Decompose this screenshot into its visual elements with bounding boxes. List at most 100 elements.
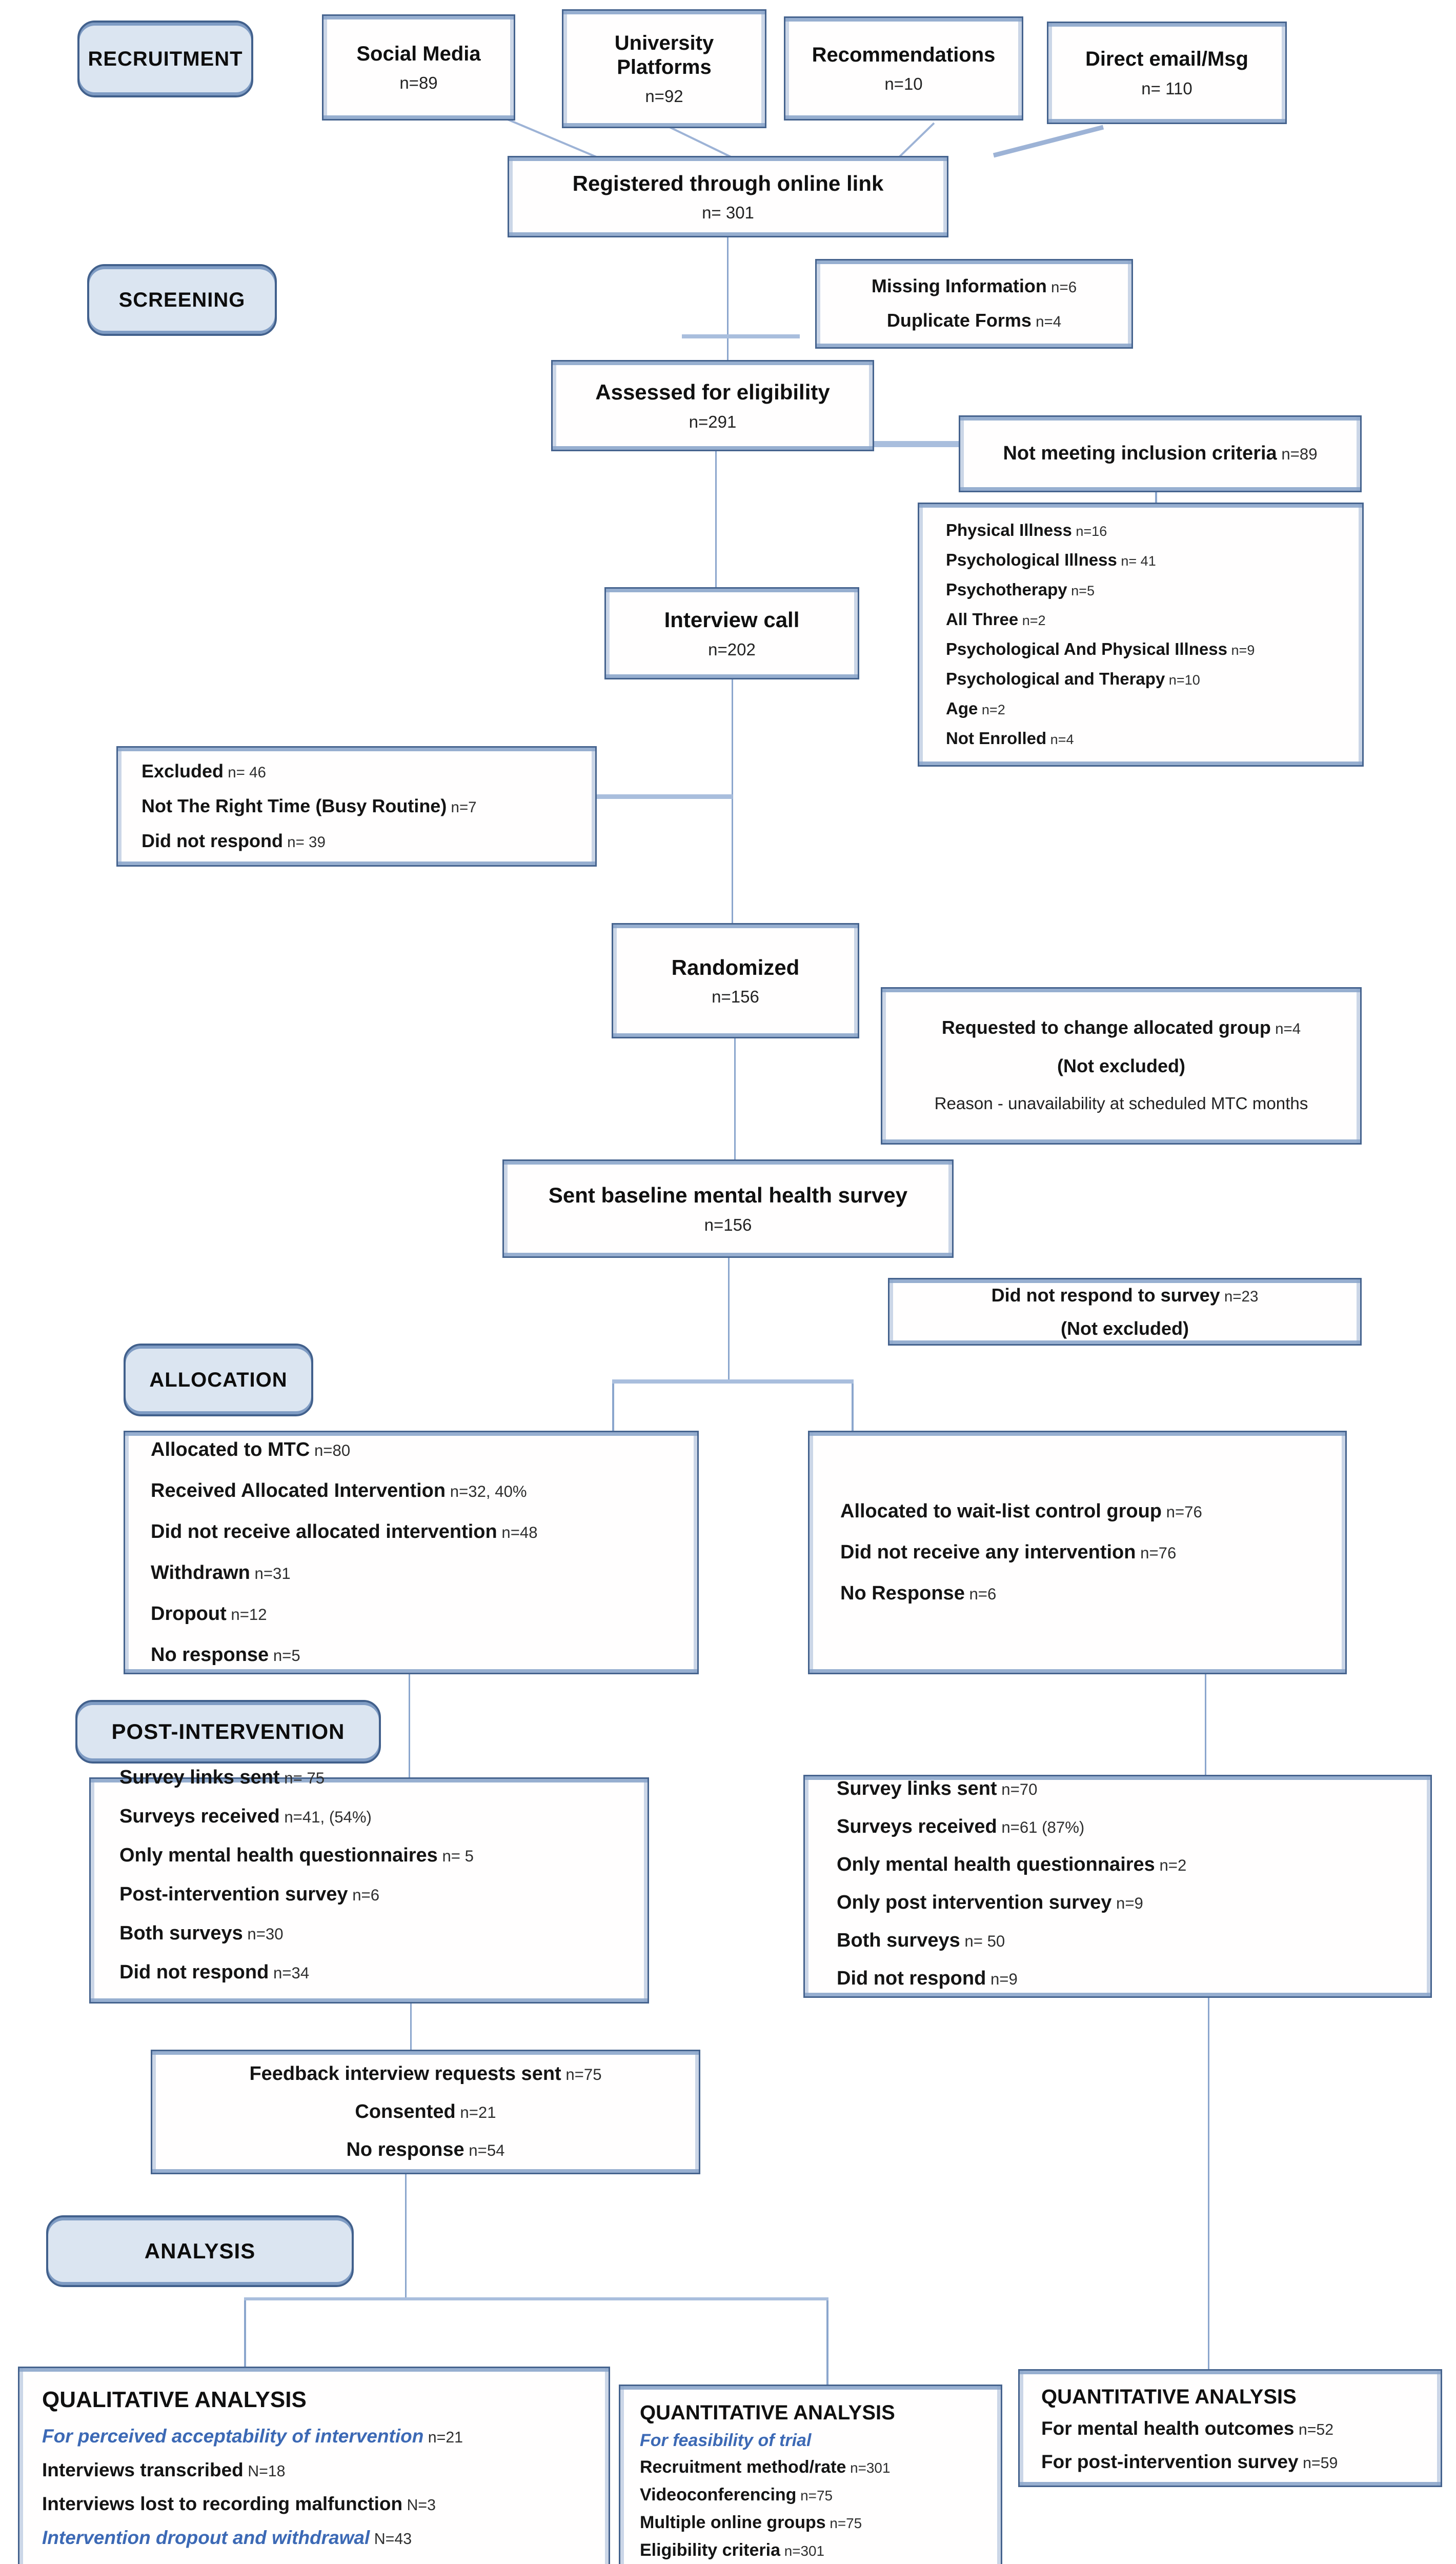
- flow-line: For post-intervention survey n=59: [1041, 2446, 1338, 2479]
- flow-line-value: N=18: [243, 2463, 286, 2480]
- stage-allocation: ALLOCATION: [124, 1344, 313, 1416]
- flow-line-value: n=80: [310, 1441, 351, 1459]
- connector-postright-quantright: [1208, 1998, 1209, 2369]
- node-randomized-title: Randomized: [671, 955, 800, 979]
- node-university-platforms: University Platforms n=92: [562, 9, 766, 128]
- flow-line-value: n=54: [464, 2141, 505, 2159]
- flow-line-value: n=6: [964, 1585, 997, 1603]
- node-assessed-n: n=291: [689, 412, 737, 431]
- flow-line: Surveys received n=61 (87%): [837, 1808, 1084, 1846]
- flow-line: Excluded n= 46: [141, 754, 266, 789]
- flow-line-label: Both surveys: [837, 1929, 960, 1951]
- flow-line-label: Survey links sent: [119, 1766, 280, 1788]
- flow-line-label: No response: [151, 1644, 269, 1666]
- node-recommendations-n: n=10: [884, 74, 923, 94]
- connector-postleft-feedback: [410, 2002, 412, 2050]
- flow-line-label: Consented: [355, 2100, 456, 2122]
- connector-assessed-interview: [715, 451, 717, 587]
- node-registered-n: n= 301: [702, 203, 754, 223]
- node-university-platforms-title: University Platforms: [614, 31, 714, 78]
- flow-line: Did not respond to survey n=23: [992, 1279, 1259, 1313]
- node-social-media: Social Media n=89: [322, 14, 515, 121]
- flow-line-value: n=70: [997, 1780, 1038, 1798]
- flow-line-value: n=52: [1294, 2421, 1334, 2438]
- flow-line-label: Withdrawn: [151, 1561, 250, 1584]
- flow-line-label: Both surveys: [119, 1922, 243, 1944]
- flow-line: No response n=54: [346, 2131, 504, 2169]
- flow-line-label: All Three: [946, 609, 1019, 629]
- flow-line: Both surveys n= 50: [837, 1922, 1005, 1960]
- flow-line-label: Duplicate Forms: [886, 309, 1032, 331]
- node-quantitative-analysis-right-heading: QUANTITATIVE ANALYSIS: [1041, 2386, 1297, 2408]
- flow-line-label: Not Enrolled: [946, 728, 1047, 748]
- flow-line: Only mental health questionnaires n= 5: [119, 1836, 474, 1875]
- flow-line: (Not excluded): [1061, 1313, 1189, 1345]
- stage-recruitment: RECRUITMENT: [77, 21, 253, 97]
- flow-line: Interviews lost to recording malfunction…: [42, 2488, 463, 2521]
- flow-line-value: n=5: [269, 1646, 300, 1665]
- node-registered-title: Registered through online link: [572, 171, 884, 195]
- flow-line-label: Did not respond: [119, 1961, 269, 1983]
- flow-line-label: Missing Information: [871, 275, 1047, 296]
- connector-split-right: [852, 1379, 854, 1431]
- flow-line: Withdrawn n=31: [151, 1553, 291, 1594]
- flow-line: Intervention dropout and withdrawal N=43: [42, 2521, 463, 2555]
- node-direct-email-n: n= 110: [1141, 78, 1192, 98]
- flow-line: Duplicate Forms n=4: [887, 304, 1061, 338]
- flow-line-label: For mental health outcomes: [1041, 2418, 1295, 2439]
- node-not-meeting-criteria: Not meeting inclusion criteria n=89: [959, 415, 1362, 492]
- flow-line-value: n=6: [1046, 278, 1077, 296]
- connector-allocleft-postleft: [409, 1673, 410, 1777]
- node-social-media-title: Social Media: [356, 42, 481, 65]
- node-allocated-waitlist: Allocated to wait-list control group n=7…: [808, 1431, 1347, 1674]
- flow-line-value: n= 5: [437, 1847, 474, 1865]
- flow-line-value: n=21: [423, 2429, 463, 2446]
- flow-line-value: n=75: [796, 2488, 833, 2503]
- node-assessed: Assessed for eligibility n=291: [551, 360, 874, 451]
- flow-line: Did not respond n=9: [837, 1960, 1018, 1998]
- flow-line-label: Interviews lost to recording malfunction: [42, 2493, 403, 2514]
- flow-line-label: No response: [346, 2138, 464, 2160]
- flow-line-label: Only post intervention survey: [837, 1891, 1112, 1913]
- flow-line: (Not excluded): [1057, 1048, 1185, 1085]
- flow-line: Allocated to MTC n=80: [151, 1430, 350, 1471]
- flow-line: Allocated to wait-list control group n=7…: [840, 1491, 1202, 1532]
- flow-line-value: n=5: [1067, 583, 1095, 598]
- node-registered: Registered through online link n= 301: [508, 156, 948, 237]
- connector-assessed-notmeeting: [874, 441, 959, 447]
- flow-line: Requested to change allocated group n=4: [942, 1009, 1301, 1048]
- flow-line: Reasons received N=31 (72%): [42, 2555, 463, 2564]
- flow-line-label: For feasibility of trial: [640, 2431, 812, 2450]
- flow-line-label: Post-intervention survey: [119, 1883, 348, 1905]
- flow-line-label: Did not respond: [837, 1967, 986, 1989]
- connector-feedback-analysissplit: [405, 2174, 407, 2297]
- flow-line: Psychological and Therapy n=10: [946, 665, 1200, 694]
- connector-notmeeting-reasons: [1155, 491, 1157, 504]
- flow-line-label: (Not excluded): [1057, 1055, 1185, 1076]
- flow-line-label: Did not respond to survey: [991, 1284, 1220, 1306]
- flow-line-label: Excluded: [141, 760, 224, 782]
- flow-line: Post-intervention survey n=6: [119, 1875, 379, 1914]
- flow-line-label: Requested to change allocated group: [941, 1017, 1271, 1038]
- flow-line-label: For post-intervention survey: [1041, 2451, 1299, 2472]
- flow-line: Did not respond n=34: [119, 1953, 309, 1992]
- flow-line-value: n=59: [1298, 2455, 1338, 2472]
- flow-line: Videoconferencing n=75: [640, 2481, 904, 2509]
- flow-line-label: Reason - unavailability at scheduled MTC…: [934, 1094, 1308, 1113]
- flow-line-value: n=10: [1165, 672, 1200, 688]
- flow-line: Psychotherapy n=5: [946, 575, 1095, 605]
- flow-line-value: n= 50: [960, 1932, 1005, 1950]
- flow-line-label: Interviews transcribed: [42, 2459, 244, 2480]
- flow-line-label: Intervention dropout and withdrawal: [42, 2527, 370, 2548]
- flow-line: Only mental health questionnaires n=2: [837, 1846, 1186, 1884]
- flow-line-value: n=301: [780, 2543, 825, 2559]
- node-interview-call-title: Interview call: [664, 608, 800, 632]
- flow-line-value: n=89: [1277, 445, 1318, 463]
- flow-line: Physical Illness n=16: [946, 516, 1107, 546]
- connector-split-left: [612, 1379, 614, 1431]
- flow-line: Survey links sent n= 75: [119, 1758, 325, 1797]
- flow-line: Psychological And Physical Illness n=9: [946, 635, 1255, 665]
- flow-line-label: Received Allocated Intervention: [151, 1479, 446, 1501]
